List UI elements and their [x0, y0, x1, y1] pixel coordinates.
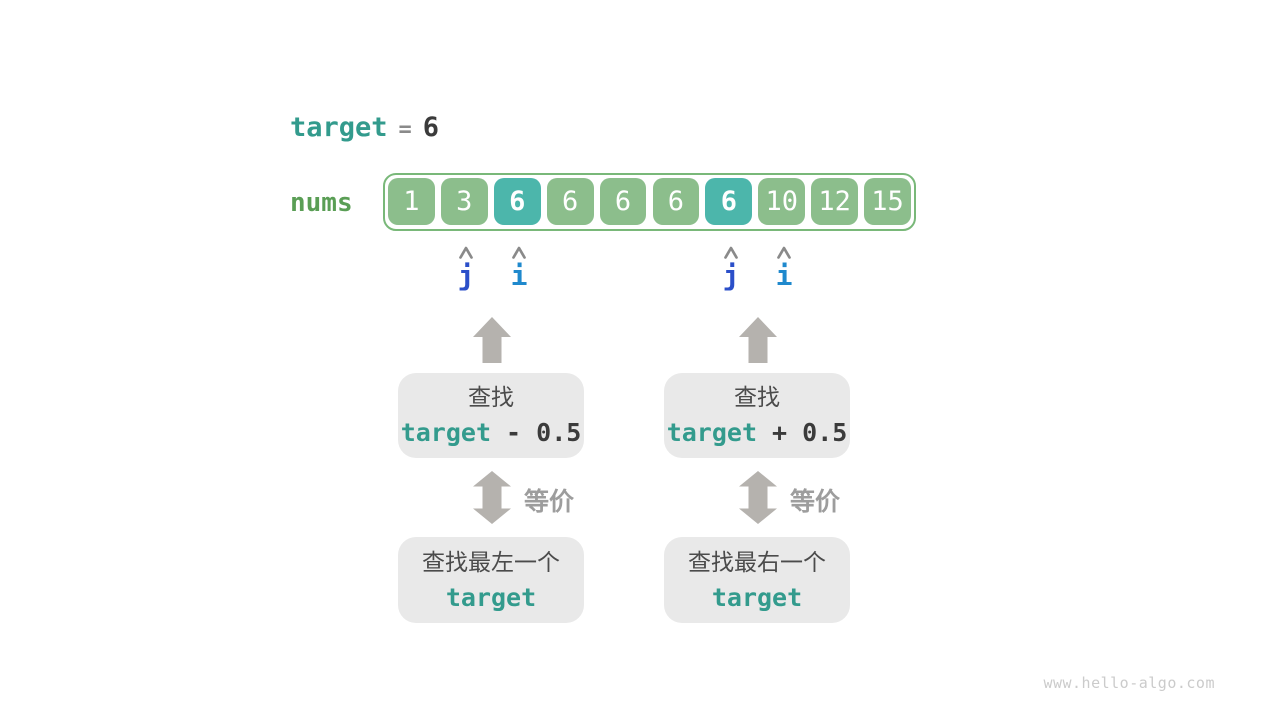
result-expression: target [711, 582, 803, 612]
array-cell: 6 [599, 178, 647, 225]
caret-up-icon [512, 246, 526, 259]
result-box-right: 查找最右一个 target [664, 537, 850, 623]
array-cell: 6 [546, 178, 594, 225]
result-title: 查找最右一个 [688, 548, 826, 575]
up-arrow-icon [473, 317, 511, 363]
search-expression: target - 0.5 [401, 416, 582, 449]
array-label: nums [290, 188, 353, 218]
equivalence-label-right: 等价 [790, 488, 841, 516]
pointer-i: i [762, 246, 806, 292]
search-box-right: 查找 target + 0.5 [664, 373, 850, 458]
pointer-i: i [497, 246, 541, 292]
array-cell: 12 [811, 178, 859, 225]
result-box-left: 查找最左一个 target [398, 537, 584, 623]
expr-var: target [666, 418, 757, 447]
pointer-j: j [709, 246, 753, 292]
result-expression: target [445, 582, 537, 612]
pointer-letter: i [510, 259, 528, 292]
search-title: 查找 [468, 384, 514, 410]
pointer-letter: j [457, 259, 475, 292]
array-cell: 15 [864, 178, 911, 225]
expr-var: target [400, 418, 491, 447]
target-variable: target [290, 112, 388, 143]
array-cell: 1 [388, 178, 435, 225]
target-value: 6 [422, 112, 440, 143]
expr-op: + 0.5 [757, 418, 848, 447]
equals-sign: = [398, 117, 412, 142]
search-expression: target + 0.5 [667, 416, 848, 449]
search-title: 查找 [734, 384, 780, 410]
pointer-letter: i [775, 259, 793, 292]
up-arrow-icon [739, 317, 777, 363]
pointer-letter: j [722, 259, 740, 292]
array-cell-highlighted: 6 [705, 178, 753, 225]
hello-algo-watermark: www.hello-algo.com [1043, 674, 1215, 692]
double-arrow-icon [473, 471, 511, 524]
caret-up-icon [777, 246, 791, 259]
array-cell: 6 [652, 178, 700, 225]
expr-op: - 0.5 [491, 418, 582, 447]
array-cell-highlighted: 6 [493, 178, 541, 225]
array-cell: 3 [440, 178, 488, 225]
pointer-j: j [444, 246, 488, 292]
caret-up-icon [459, 246, 473, 259]
search-box-left: 查找 target - 0.5 [398, 373, 584, 458]
target-assignment: target = 6 [290, 112, 439, 143]
array-cell: 10 [758, 178, 806, 225]
equivalence-label-left: 等价 [524, 488, 575, 516]
double-arrow-icon [739, 471, 777, 524]
caret-up-icon [724, 246, 738, 259]
result-title: 查找最左一个 [422, 548, 560, 575]
